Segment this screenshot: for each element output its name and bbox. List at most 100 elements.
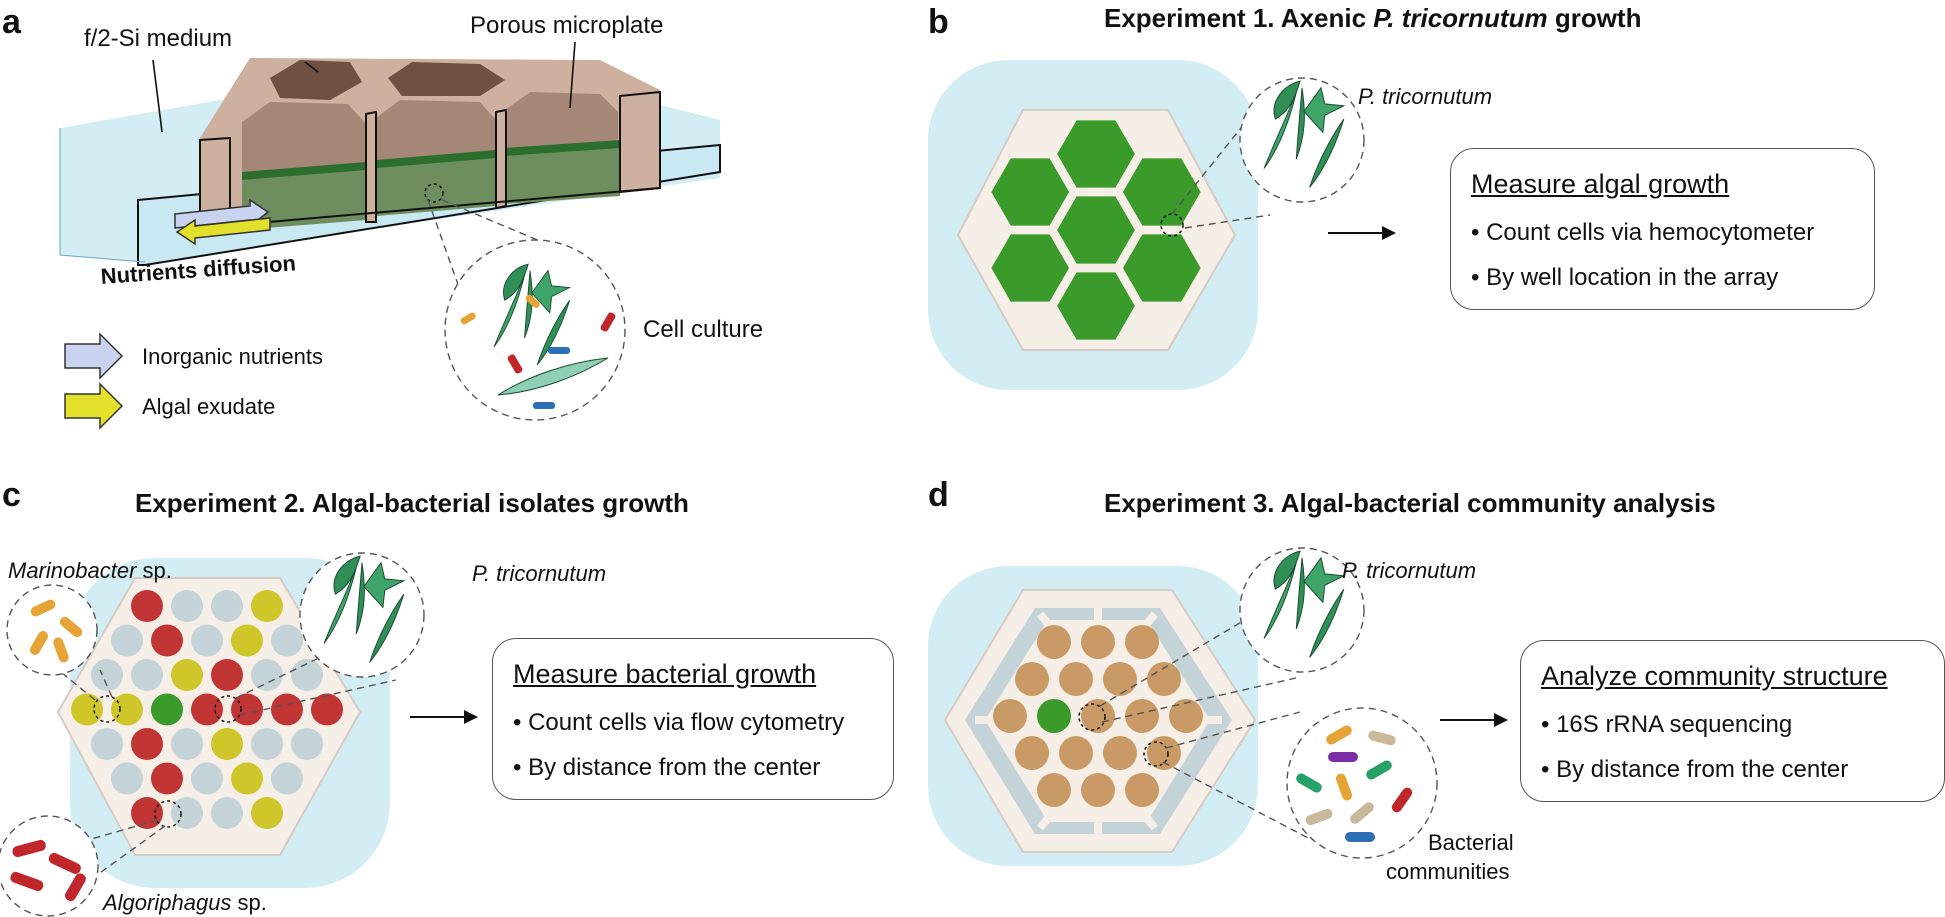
well-top-1 bbox=[270, 60, 362, 100]
d-well-2-2 bbox=[1081, 699, 1115, 733]
c-box-item-1: • Count cells via flow cytometry bbox=[513, 709, 845, 736]
b-title-pre: Experiment 1. Axenic bbox=[1104, 3, 1374, 33]
legend-inorganic-arrow bbox=[64, 332, 124, 380]
c-well-2-0 bbox=[91, 659, 123, 691]
c-well-3-0 bbox=[71, 693, 103, 726]
d-well-2-4 bbox=[1169, 699, 1203, 733]
plate-label: Porous microplate bbox=[470, 12, 664, 39]
b-well-5 bbox=[989, 156, 1072, 228]
c-well-5-4 bbox=[271, 762, 303, 795]
panel-d-title: Experiment 3. Algal-bacterial community … bbox=[1104, 488, 1716, 518]
algoriphagus-zoom bbox=[0, 815, 99, 917]
d-well-2-3 bbox=[1125, 699, 1159, 733]
c-well-5-1 bbox=[151, 762, 183, 795]
panel-c-artwork bbox=[0, 552, 478, 917]
c-box-item-2: • By distance from the center bbox=[513, 754, 821, 781]
community-zoom bbox=[1286, 707, 1438, 859]
d-analyze-box: Analyze community structure • 16S rRNA s… bbox=[1520, 640, 1945, 802]
d-box-title: Analyze community structure bbox=[1541, 661, 1888, 691]
c-well-3-1 bbox=[111, 693, 143, 726]
b-well-0 bbox=[1054, 194, 1138, 266]
b-title-post: growth bbox=[1547, 3, 1642, 33]
c-well-1-0 bbox=[111, 624, 143, 657]
algoriphagus-italic: Algoriphagus bbox=[103, 890, 232, 915]
panel-d-artwork bbox=[928, 547, 1508, 866]
panel-b-artwork bbox=[928, 60, 1396, 390]
legend-exudate-label: Algal exudate bbox=[142, 394, 276, 419]
d-well-4-0 bbox=[1037, 773, 1071, 807]
c-well-6-0 bbox=[131, 797, 163, 829]
b-well-4 bbox=[1120, 232, 1203, 304]
c-well-4-1 bbox=[131, 728, 163, 760]
c-well-0-1 bbox=[171, 590, 203, 622]
c-species-label: P. tricornutum bbox=[472, 561, 607, 586]
c-well-0-3 bbox=[251, 590, 283, 622]
exudate-arrow bbox=[175, 217, 271, 246]
c-well-2-3 bbox=[211, 659, 243, 691]
algoriphagus-label: Algoriphagus sp. bbox=[103, 892, 267, 914]
cell-culture-zoom bbox=[444, 239, 626, 421]
plate-wall-right bbox=[619, 90, 661, 194]
d-well-2-1 bbox=[1037, 699, 1071, 733]
d-wells bbox=[993, 625, 1203, 807]
marinobacter-label: Marinobacter sp. bbox=[8, 560, 172, 582]
c-well-2-5 bbox=[291, 659, 323, 691]
d-well-1-3 bbox=[1147, 662, 1181, 696]
c-well-2-1 bbox=[131, 659, 163, 691]
d-well-3-2 bbox=[1103, 736, 1137, 770]
c-measure-box: Measure bacterial growth • Count cells v… bbox=[492, 638, 894, 800]
c-well-5-2 bbox=[191, 762, 223, 795]
algoriphagus-rest: sp. bbox=[231, 890, 267, 915]
medium-label: f/2-Si medium bbox=[84, 25, 233, 52]
c-well-1-2 bbox=[191, 624, 223, 657]
b-wells bbox=[989, 118, 1203, 342]
b-box-item-2: • By well location in the array bbox=[1471, 264, 1779, 291]
community-label-1: Bacterial bbox=[1428, 830, 1514, 855]
b-box-title: Measure algal growth bbox=[1471, 169, 1730, 199]
c-well-2-2 bbox=[171, 659, 203, 691]
well-wall-2 bbox=[376, 100, 496, 168]
d-well-0-2 bbox=[1125, 625, 1159, 659]
marinobacter-zoom bbox=[6, 584, 98, 676]
panel-b-title: Experiment 1. Axenic P. tricornutum grow… bbox=[1104, 5, 1641, 31]
c-well-0-2 bbox=[211, 590, 243, 622]
culture-medium-2 bbox=[376, 158, 496, 216]
c-well-4-3 bbox=[211, 728, 243, 760]
panel-b-letter: b bbox=[928, 3, 949, 41]
panel-a-letter: a bbox=[2, 3, 21, 41]
c-well-4-0 bbox=[91, 728, 123, 760]
c-well-1-1 bbox=[151, 624, 183, 657]
d-well-1-1 bbox=[1059, 662, 1093, 696]
panel-d-letter: d bbox=[928, 476, 949, 514]
marinobacter-rest: sp. bbox=[136, 558, 172, 583]
marinobacter-italic: Marinobacter bbox=[8, 558, 137, 583]
b-box-item-1: • Count cells via hemocytometer bbox=[1471, 219, 1815, 246]
c-well-5-0 bbox=[111, 762, 143, 795]
d-well-2-0 bbox=[993, 699, 1027, 733]
c-well-4-2 bbox=[171, 728, 203, 760]
culture-medium-3 bbox=[505, 148, 620, 204]
b-well-2 bbox=[1054, 270, 1138, 342]
b-well-6 bbox=[989, 232, 1072, 304]
c-well-6-2 bbox=[211, 797, 243, 829]
b-well-1 bbox=[1054, 118, 1138, 190]
d-species-label: P. tricornutum bbox=[1342, 558, 1477, 583]
b-title-italic: P. tricornutum bbox=[1373, 3, 1548, 33]
c-well-6-3 bbox=[251, 797, 283, 829]
well-wall-3 bbox=[505, 92, 618, 156]
c-well-3-2 bbox=[151, 693, 183, 726]
d-well-1-2 bbox=[1103, 662, 1137, 696]
c-well-6-1 bbox=[171, 797, 203, 829]
c-well-4-4 bbox=[251, 728, 283, 760]
d-well-4-1 bbox=[1081, 773, 1115, 807]
c-well-1-4 bbox=[271, 624, 303, 657]
culture-medium-1 bbox=[242, 170, 366, 230]
legend-inorganic-label: Inorganic nutrients bbox=[142, 344, 323, 369]
c-well-1-3 bbox=[231, 624, 263, 657]
c-well-0-0 bbox=[131, 590, 163, 622]
c-well-4-5 bbox=[291, 728, 323, 760]
b-measure-box: Measure algal growth • Count cells via h… bbox=[1450, 148, 1875, 310]
c-wells bbox=[71, 590, 343, 829]
legend-exudate-arrow bbox=[64, 382, 124, 430]
